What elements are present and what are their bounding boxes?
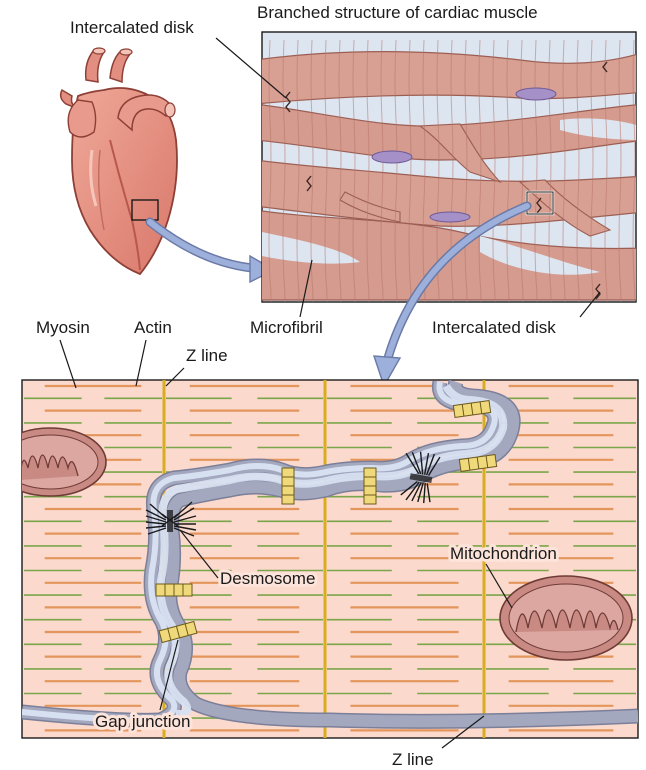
leader-microfibril xyxy=(299,259,313,318)
desmosome-icon xyxy=(400,451,441,504)
gap-junction-icon xyxy=(458,453,498,473)
intercalated-disk-mark xyxy=(306,175,312,192)
striation-line xyxy=(268,39,272,302)
striation-line xyxy=(352,39,356,302)
gap-junction-icon xyxy=(158,620,198,644)
striation-line xyxy=(324,39,328,302)
intercalated-disk-detail-panel xyxy=(21,379,639,739)
label-myosin: Myosin xyxy=(36,318,90,337)
striation-line xyxy=(618,39,622,302)
arrow-heart-to-fibers xyxy=(145,217,276,284)
label-gap-junction: Gap junction xyxy=(95,712,190,731)
nucleus xyxy=(371,150,413,164)
leader-intercalated-disk-top xyxy=(215,37,287,99)
label-intercalated-disk-bottom: Intercalated disk xyxy=(432,318,556,337)
label-z-line-top: Z line xyxy=(186,346,228,365)
intercalated-disk-mark xyxy=(602,61,608,73)
striation-line xyxy=(338,39,342,302)
mitochondrion-icon xyxy=(499,575,633,661)
striation-line xyxy=(562,39,566,302)
striation-line xyxy=(450,39,454,302)
heart-illustration xyxy=(59,47,178,276)
intercalated-disk-mark xyxy=(595,283,601,300)
striation-line xyxy=(506,39,510,302)
label-desmosome: Desmosome xyxy=(220,569,315,588)
arrow-fibers-to-junction xyxy=(373,201,532,388)
desmosome-icon xyxy=(145,501,197,537)
striation-line xyxy=(310,39,314,302)
striation-line xyxy=(632,39,636,302)
label-microfibril: Microfibril xyxy=(250,318,323,337)
striation-line xyxy=(604,39,608,302)
leader-z-line-bottom xyxy=(441,715,485,749)
intercalated-disk-mark xyxy=(536,197,542,214)
leader-z-line-top xyxy=(165,367,185,387)
leader-mitochondrion xyxy=(485,563,513,609)
striation-line xyxy=(492,39,496,302)
leader-gap-junction xyxy=(159,639,179,711)
nucleus xyxy=(429,211,471,223)
leader-intercalated-disk-bottom xyxy=(579,291,601,318)
striation-line xyxy=(590,39,594,302)
striation-line xyxy=(394,39,398,302)
nucleus xyxy=(515,87,557,101)
gap-junction-icon xyxy=(363,467,377,505)
branched-fiber-panel xyxy=(261,31,637,303)
label-z-line-bottom: Z line xyxy=(392,750,434,769)
striation-line xyxy=(296,39,300,302)
leader-myosin xyxy=(59,339,77,389)
label-intercalated-disk-top: Intercalated disk xyxy=(70,18,194,37)
striation-line xyxy=(436,39,440,302)
label-actin: Actin xyxy=(134,318,172,337)
label-mitochondrion: Mitochondrion xyxy=(450,544,557,563)
striation-line xyxy=(408,39,412,302)
label-branched-title: Branched structure of cardiac muscle xyxy=(257,3,538,22)
striation-line xyxy=(380,39,384,302)
striation-line xyxy=(464,39,468,302)
intercalated-disk-mark xyxy=(285,91,291,113)
striation-line xyxy=(478,39,482,302)
gap-junction-icon xyxy=(281,467,295,505)
leader-desmosome xyxy=(179,529,219,579)
gap-junction-icon xyxy=(155,583,193,597)
mitochondrion-icon xyxy=(22,427,107,497)
striation-line xyxy=(576,39,580,302)
gap-junction-icon xyxy=(452,399,492,419)
heart-region-box xyxy=(131,199,159,221)
leader-actin xyxy=(135,339,147,387)
striation-line xyxy=(366,39,370,302)
